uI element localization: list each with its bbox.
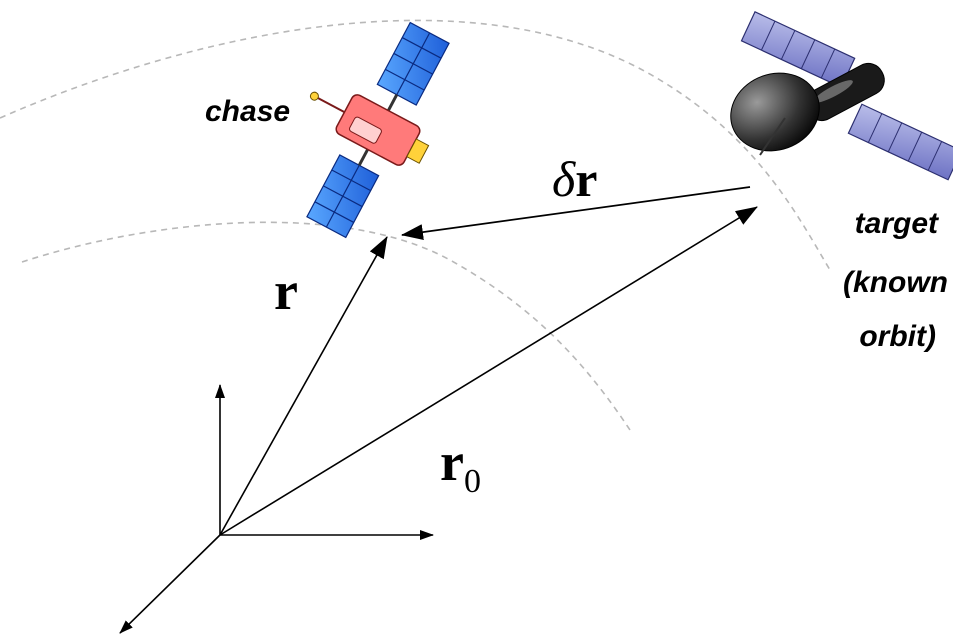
y-axis	[119, 534, 221, 634]
r-label: r	[274, 261, 298, 321]
delta-r-label: δr	[552, 151, 597, 207]
r0-letter: r	[440, 432, 464, 492]
target-label-line3: orbit)	[859, 320, 936, 353]
target-label-line1: target	[855, 207, 940, 240]
target-label-line2: (known	[843, 266, 948, 299]
chase-label: chase	[205, 95, 290, 128]
delta-r-vector	[401, 186, 751, 241]
delta-r-letter: r	[575, 151, 597, 207]
outer-orbit	[0, 19, 831, 271]
r0-vector	[219, 206, 758, 536]
r0-label: r0	[440, 432, 481, 500]
chase-satellite-icon	[306, 21, 450, 239]
r0-subscript: 0	[464, 463, 481, 500]
coordinate-frame	[119, 384, 434, 634]
r-vector	[219, 236, 388, 536]
target-satellite-icon	[730, 11, 953, 181]
delta-symbol: δ	[552, 151, 576, 207]
inner-orbit	[21, 221, 631, 431]
